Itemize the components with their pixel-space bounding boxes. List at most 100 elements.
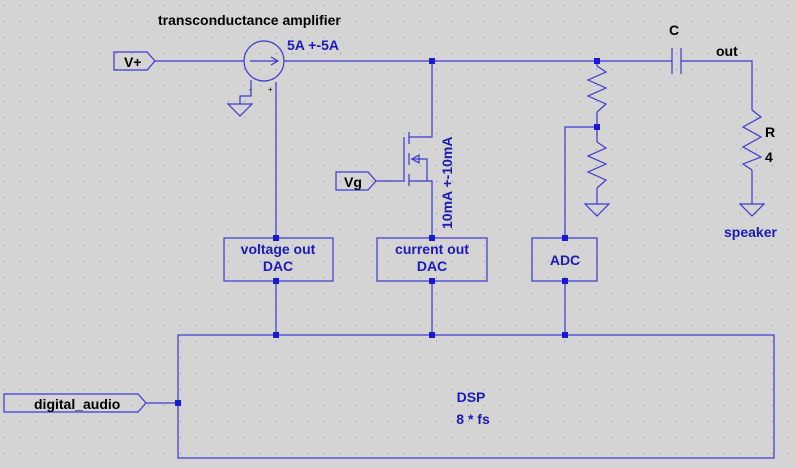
grid-dot [644,357,645,358]
grid-dot [308,437,309,438]
grid-dot [260,293,261,294]
grid-dot [260,261,261,262]
grid-dot [596,325,597,326]
grid-dot [788,357,789,358]
grid-dot [772,405,773,406]
grid-dot [788,405,789,406]
grid-dot [500,421,501,422]
grid-dot [372,453,373,454]
grid-dot [644,405,645,406]
grid-dot [356,437,357,438]
grid-dot [788,53,789,54]
grid-dot [532,389,533,390]
grid-dot [212,181,213,182]
grid-dot [212,53,213,54]
grid-dot [356,293,357,294]
grid-dot [196,197,197,198]
grid-dot [388,245,389,246]
grid-dot [500,261,501,262]
grid-dot [644,309,645,310]
grid-dot [36,453,37,454]
grid-dot [484,373,485,374]
grid-dot [596,421,597,422]
grid-dot [212,421,213,422]
grid-dot [676,37,677,38]
grid-dot [340,85,341,86]
grid-dot [100,405,101,406]
grid-dot [372,293,373,294]
grid-dot [676,53,677,54]
resistor-divider-upper[interactable] [586,65,608,113]
grid-dot [660,5,661,6]
speaker-resistor-symbol[interactable] [741,109,763,171]
grid-dot [244,421,245,422]
grid-dot [244,293,245,294]
grid-dot [116,245,117,246]
grid-dot [740,85,741,86]
grid-dot [452,213,453,214]
grid-dot [340,389,341,390]
grid-dot [180,325,181,326]
grid-dot [228,309,229,310]
grid-dot [244,165,245,166]
grid-dot [52,277,53,278]
grid-dot [612,389,613,390]
grid-dot [788,421,789,422]
grid-dot [308,261,309,262]
grid-dot [564,101,565,102]
dsp-block[interactable]: DSP 8 * fs [177,334,775,459]
grid-dot [756,277,757,278]
grid-dot [756,373,757,374]
grid-dot [4,309,5,310]
grid-dot [708,229,709,230]
voltage-dac-block[interactable]: voltage out DAC [223,237,334,282]
grid-dot [404,117,405,118]
grid-dot [500,405,501,406]
grid-dot [180,133,181,134]
grid-dot [692,181,693,182]
grid-dot [436,293,437,294]
grid-dot [164,341,165,342]
grid-dot [580,277,581,278]
grid-dot [532,293,533,294]
grid-dot [708,37,709,38]
wire-amp-to-ground [239,80,252,104]
grid-dot [436,341,437,342]
grid-dot [132,85,133,86]
grid-dot [596,101,597,102]
grid-dot [548,373,549,374]
grid-dot [500,37,501,38]
grid-dot [404,69,405,70]
grid-dot [772,53,773,54]
grid-dot [36,341,37,342]
grid-dot [372,373,373,374]
grid-dot [148,357,149,358]
grid-dot [212,453,213,454]
grid-dot [20,149,21,150]
grid-dot [724,453,725,454]
grid-dot [20,133,21,134]
grid-dot [692,21,693,22]
transconductance-amplifier-symbol[interactable]: - + [243,40,285,94]
grid-dot [212,21,213,22]
port-vplus[interactable]: V+ [113,51,156,71]
grid-dot [580,37,581,38]
grid-dot [372,357,373,358]
grid-dot [100,5,101,6]
grid-dot [228,389,229,390]
grid-dot [596,453,597,454]
port-digital-audio[interactable]: digital_audio [3,393,147,413]
grid-dot [532,21,533,22]
grid-dot [468,229,469,230]
port-vg[interactable]: Vg [335,171,377,191]
resistor-divider-lower[interactable] [586,141,608,189]
grid-dot [212,437,213,438]
capacitor-symbol[interactable] [671,48,682,74]
grid-dot [596,21,597,22]
grid-dot [724,165,725,166]
grid-dot [196,21,197,22]
grid-dot [52,325,53,326]
grid-dot [132,149,133,150]
mosfet-symbol[interactable] [403,132,428,186]
grid-dot [420,389,421,390]
